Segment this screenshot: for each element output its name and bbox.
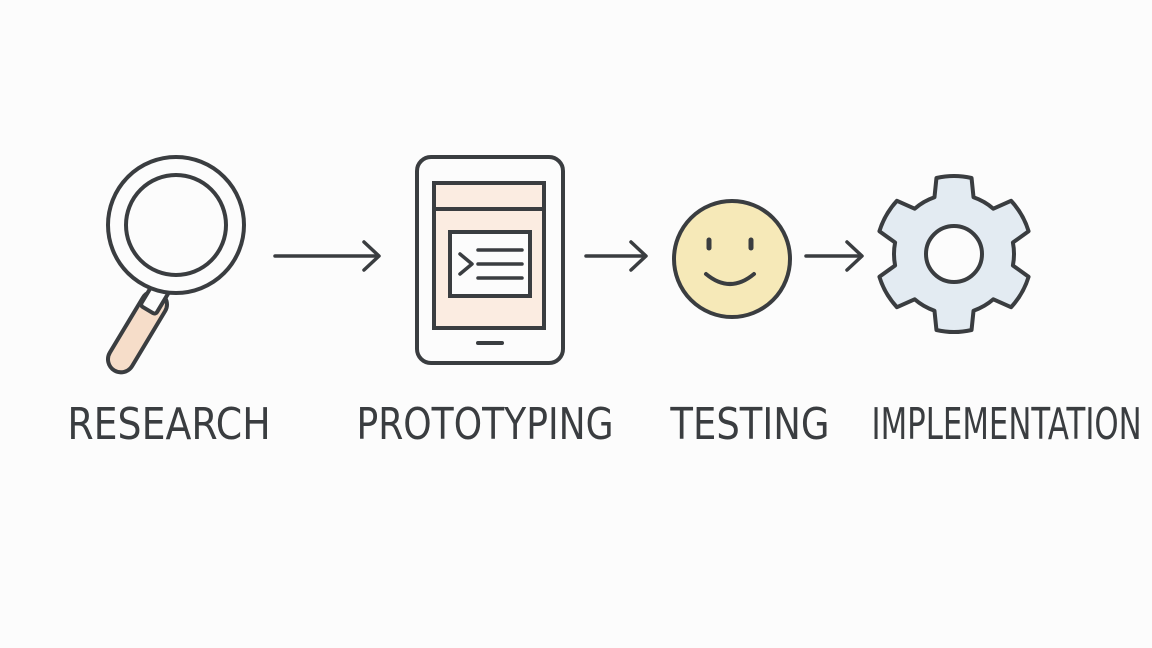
arrow-right-icon xyxy=(583,238,651,278)
smiley-face-icon xyxy=(668,196,796,324)
arrow-right-icon xyxy=(272,238,384,278)
step-label-implementation: IMPLEMENTATION xyxy=(871,399,1142,450)
magnifying-glass-icon xyxy=(84,150,264,375)
arrow-right-icon xyxy=(803,238,867,278)
gear-icon xyxy=(870,170,1038,338)
tablet-icon xyxy=(414,154,566,366)
step-label-research: RESEARCH xyxy=(67,399,271,450)
step-label-prototyping: PROTOTYPING xyxy=(356,399,614,450)
step-label-testing: TESTING xyxy=(670,399,830,450)
